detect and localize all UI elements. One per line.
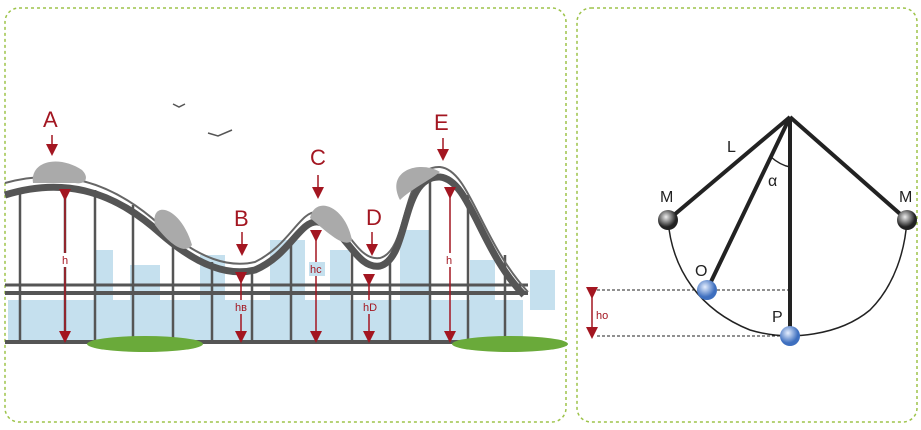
height-labels: h hв hc hD h bbox=[60, 253, 456, 314]
grass bbox=[87, 336, 568, 352]
swing-arc bbox=[667, 219, 908, 337]
label-a: A bbox=[43, 107, 58, 132]
ball-p bbox=[780, 326, 800, 346]
mass-left bbox=[658, 210, 678, 230]
city-skyline bbox=[8, 230, 555, 340]
point-labels: A B C D E bbox=[43, 107, 449, 231]
ho-label: hо bbox=[596, 310, 608, 322]
coaster-panel bbox=[4, 7, 567, 423]
birds bbox=[172, 103, 233, 137]
dashed-levels bbox=[597, 289, 790, 337]
label-e: E bbox=[434, 110, 449, 135]
point-p-label: P bbox=[772, 309, 783, 326]
pendulum-strings bbox=[666, 115, 909, 336]
mass-right-label: M bbox=[899, 189, 912, 206]
height-e: h bbox=[446, 255, 452, 267]
pendulum-panel bbox=[576, 7, 918, 423]
angle-label: α bbox=[768, 173, 777, 190]
height-a: h bbox=[62, 255, 68, 267]
length-label: L bbox=[727, 139, 736, 156]
angle-arc bbox=[770, 156, 791, 168]
height-d: hD bbox=[363, 302, 377, 314]
label-c: C bbox=[310, 145, 326, 170]
ball-o bbox=[697, 280, 717, 300]
mass-left-label: M bbox=[660, 189, 673, 206]
mass-right bbox=[897, 210, 917, 230]
coaster-cars bbox=[32, 161, 440, 249]
label-d: D bbox=[366, 205, 382, 230]
down-arrows bbox=[46, 135, 449, 256]
height-b: hв bbox=[235, 302, 247, 314]
height-c: hc bbox=[310, 264, 322, 276]
track bbox=[3, 173, 527, 298]
label-b: B bbox=[234, 206, 249, 231]
point-o-label: O bbox=[695, 263, 707, 280]
